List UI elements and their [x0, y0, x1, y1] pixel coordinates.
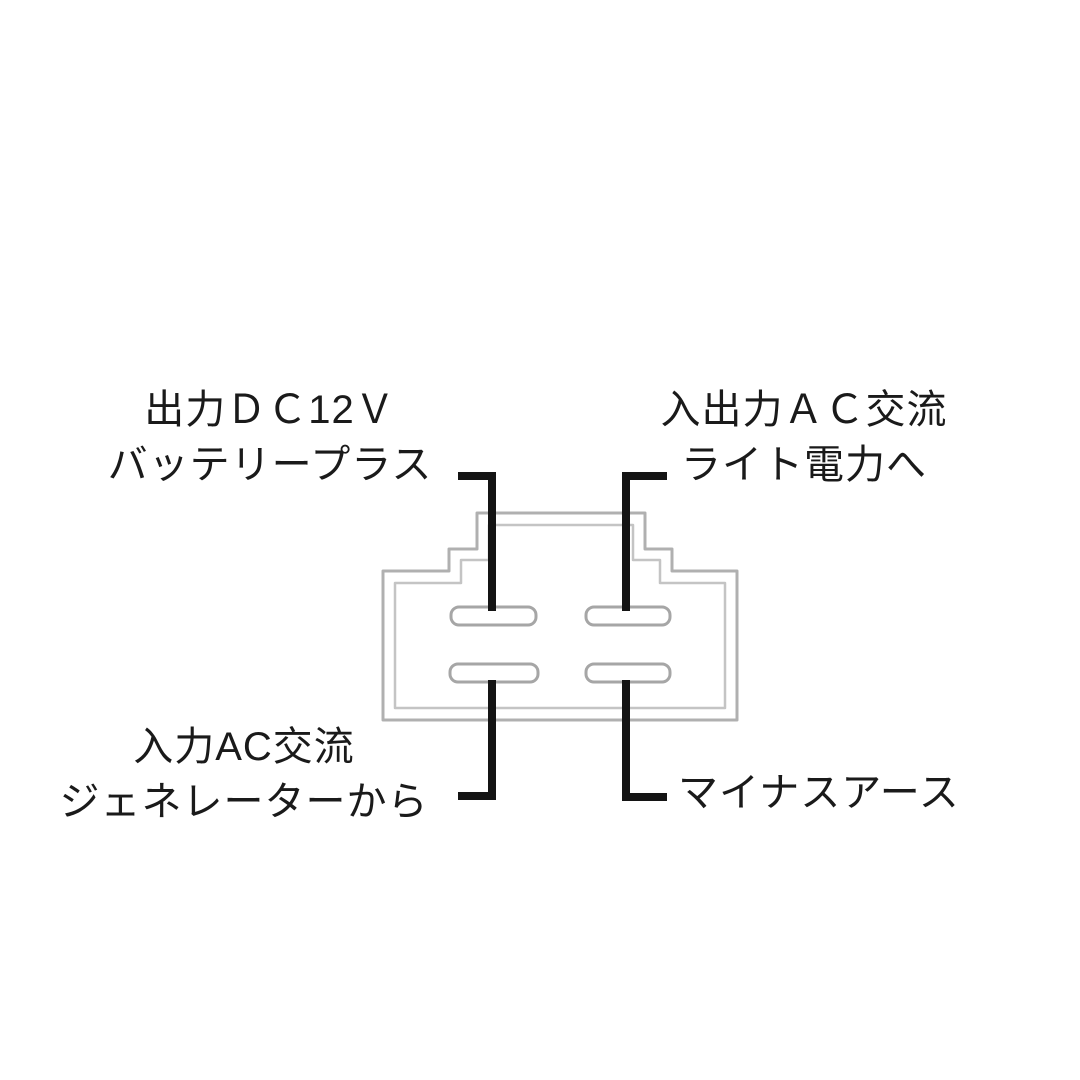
label-minus-earth-line1: マイナスアース — [678, 771, 960, 815]
label-ac-light-line1: 入出力ＡＣ交流 — [660, 388, 948, 432]
lead-line-minus-earth — [622, 680, 667, 801]
label-ac-generator: 入力AC交流 ジェネレーターから — [4, 720, 484, 830]
label-ac-light-line2: ライト電力へ — [681, 443, 927, 487]
label-ac-generator-line1: 入力AC交流 — [133, 725, 355, 769]
lead-line-light-power — [622, 472, 667, 611]
connector-outer-outline — [381, 511, 739, 722]
connector-inner-outline — [393, 523, 727, 710]
label-dc-output-line1: 出力ＤＣ12Ｖ — [144, 388, 396, 432]
pin-minus-earth — [584, 662, 672, 684]
label-ac-generator-line2: ジェネレーターから — [59, 780, 429, 824]
lead-line-generator-input — [458, 680, 496, 800]
label-minus-earth: マイナスアース — [678, 766, 960, 821]
label-ac-light: 入出力ＡＣ交流 ライト電力へ — [564, 383, 1044, 493]
label-dc-output-line2: バッテリープラス — [107, 443, 433, 487]
label-dc-output: 出力ＤＣ12Ｖ バッテリープラス — [30, 383, 510, 493]
lead-line-battery-plus — [458, 472, 496, 611]
pin-generator-input — [448, 662, 540, 684]
